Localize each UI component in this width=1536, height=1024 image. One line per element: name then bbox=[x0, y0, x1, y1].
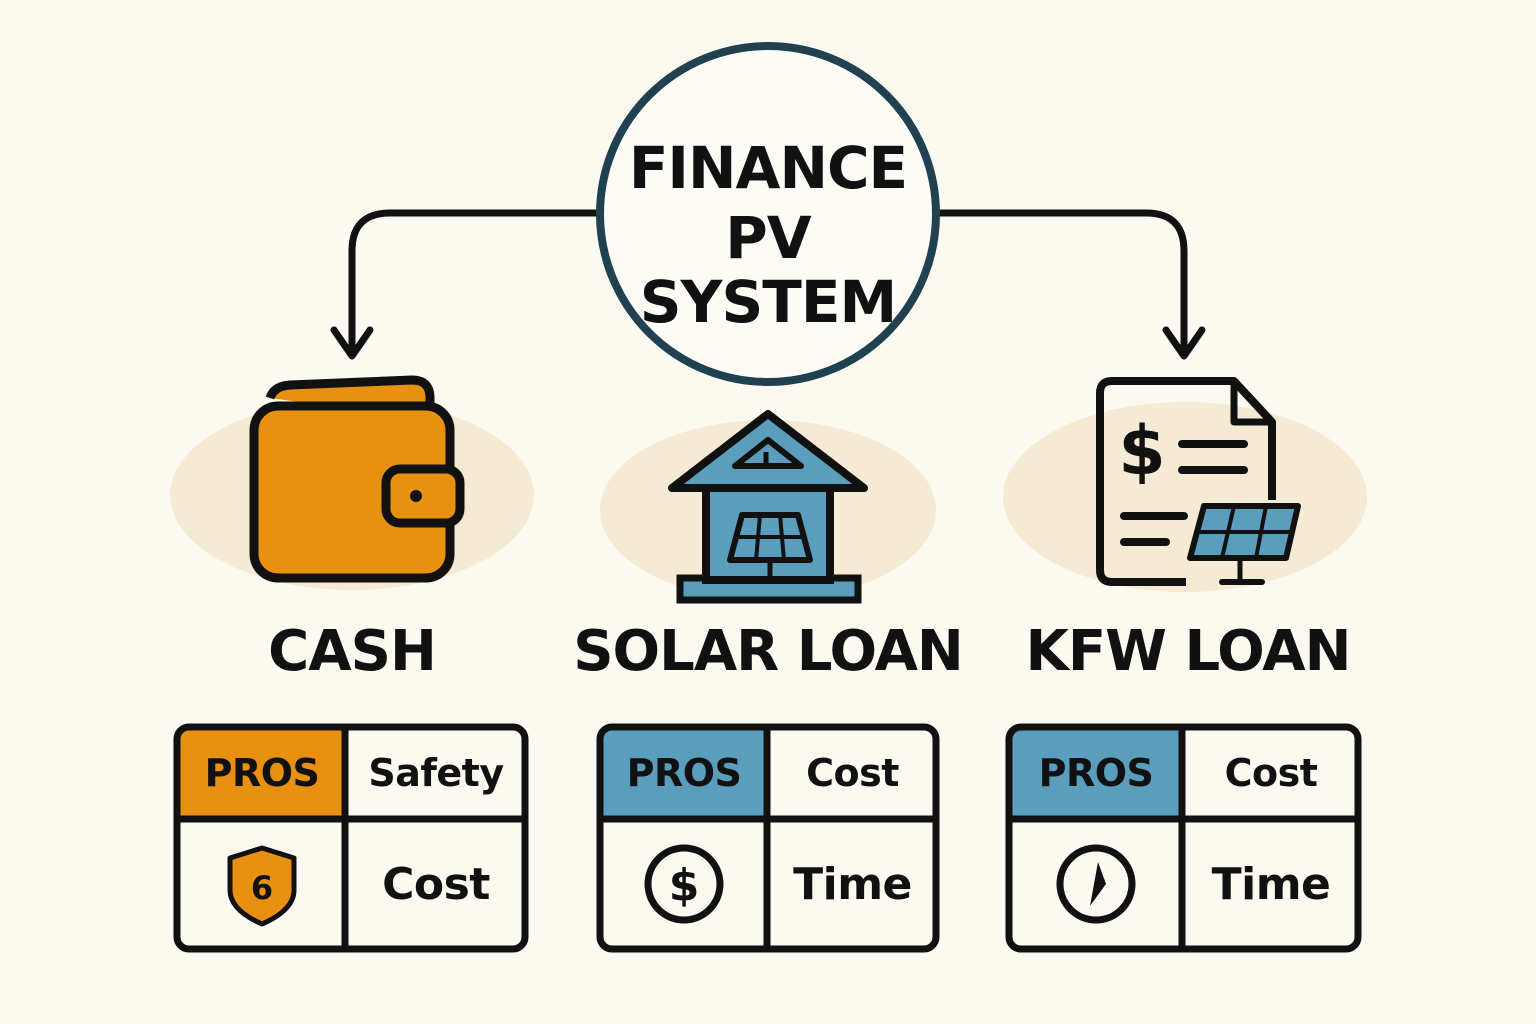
kfw-loan-halo bbox=[1003, 402, 1367, 592]
cash-pros-label: PROS bbox=[204, 751, 320, 795]
title-circle bbox=[596, 42, 940, 386]
option-label-cash: CASH bbox=[268, 619, 437, 684]
kfw-loan-bottom-right-cell: Time bbox=[1211, 859, 1331, 910]
cash-bottom-right-cell: Cost bbox=[382, 859, 490, 910]
wallet-icon bbox=[249, 375, 465, 583]
dollar-coin-icon: $ bbox=[644, 844, 724, 924]
cash-table: 6 bbox=[173, 723, 529, 953]
solar-loan-bottom-right-cell: Time bbox=[793, 859, 912, 910]
connector-right bbox=[932, 209, 1188, 359]
kfw-loan-top-right-cell: Cost bbox=[1224, 751, 1318, 795]
shield-icon: 6 bbox=[227, 845, 297, 927]
solar-loan-table: $ bbox=[596, 723, 940, 953]
option-label-solar-loan: SOLAR LOAN bbox=[573, 619, 964, 684]
solar-loan-pros-label: PROS bbox=[626, 751, 742, 795]
kfw-loan-pros-label: PROS bbox=[1038, 751, 1154, 795]
loan-document-icon: $ bbox=[1096, 377, 1301, 586]
arrowhead-left-icon bbox=[330, 326, 374, 360]
svg-text:$: $ bbox=[1118, 412, 1165, 491]
solar-loan-top-right-cell: Cost bbox=[806, 751, 899, 795]
title-line-1: FINANCE bbox=[628, 134, 908, 202]
option-label-kfw-loan: KFW LOAN bbox=[1025, 619, 1352, 684]
svg-text:$: $ bbox=[669, 860, 700, 911]
house-solar-icon bbox=[668, 410, 868, 604]
connector-left bbox=[348, 209, 604, 359]
cash-top-right-cell: Safety bbox=[368, 751, 504, 795]
svg-text:6: 6 bbox=[251, 869, 273, 907]
kfw-loan-table bbox=[1005, 723, 1362, 953]
title-line-2: PV SYSTEM bbox=[639, 204, 897, 336]
compass-icon bbox=[1056, 844, 1136, 924]
arrowhead-right-icon bbox=[1162, 326, 1206, 360]
